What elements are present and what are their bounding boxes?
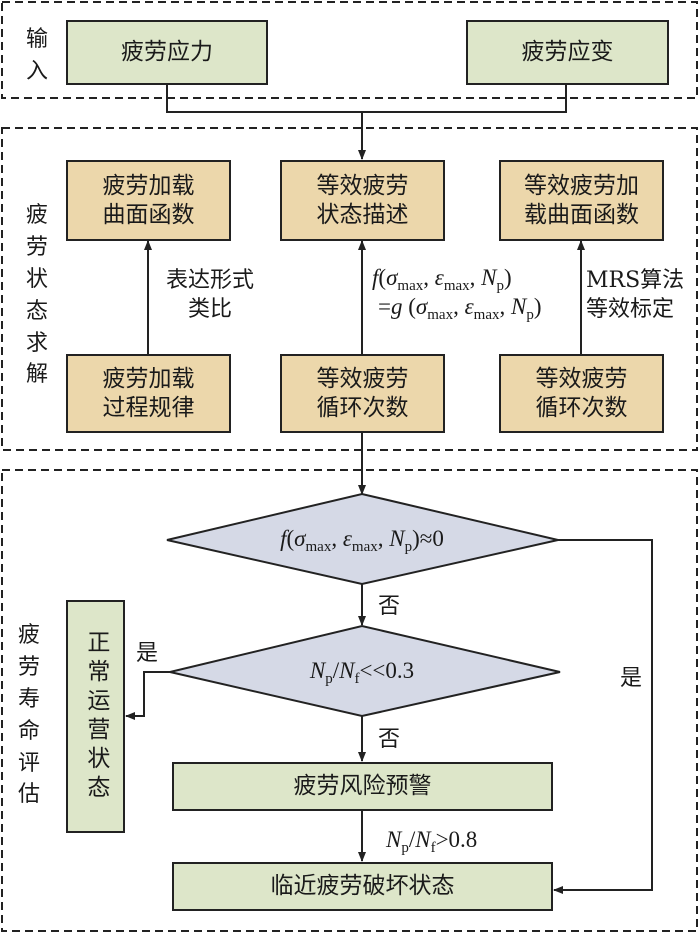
input-stress-box: 疲劳应力	[66, 20, 268, 85]
arrow-decision1-yes	[553, 539, 653, 894]
loading-surface-function-box: 疲劳加载 曲面函数	[66, 160, 231, 241]
connector-input-merge	[166, 84, 567, 113]
input-stress-label: 疲劳应力	[121, 39, 213, 66]
equivalent-state-description-box: 等效疲劳 状态描述	[280, 160, 445, 241]
equation-label-line1: f(σmax, εmax, Np)	[372, 265, 512, 294]
analogy-label-line2: 类比	[187, 297, 232, 322]
section-title-input: 输入	[25, 27, 48, 84]
near-failure-box: 临近疲劳破坏状态	[172, 862, 553, 911]
yes-label-left: 是	[136, 641, 159, 666]
loading-process-law-box: 疲劳加载 过程规律	[66, 354, 231, 433]
arrow-decision2-yes	[125, 671, 170, 720]
decision2-diamond	[169, 624, 561, 718]
input-strain-box: 疲劳应变	[466, 20, 669, 85]
section-state-frame	[1, 127, 698, 451]
equation-label-line2: =g (σmax, εmax, Np)	[378, 294, 542, 323]
threshold-high-label: Np/Nf>0.8	[386, 827, 478, 856]
normal-operation-label: 正常运营状态	[82, 629, 109, 804]
equivalent-cycles-right-box: 等效疲劳 循环次数	[499, 354, 664, 433]
section-title-life-assessment: 疲劳寿命评估	[17, 623, 40, 808]
yes-label-right: 是	[620, 666, 643, 691]
analogy-label-line1: 表达形式	[165, 268, 254, 293]
no-label-2: 否	[378, 727, 401, 752]
normal-operation-box: 正常运营状态	[66, 600, 125, 833]
mrs-label-line2: 等效标定	[586, 297, 675, 322]
equivalent-loading-surface-box: 等效疲劳加 载曲面函数	[499, 160, 664, 241]
no-label-1: 否	[378, 594, 401, 619]
section-title-state-solution: 疲劳状态求解	[25, 203, 48, 388]
risk-warning-label: 疲劳风险预警	[293, 773, 432, 800]
risk-warning-box: 疲劳风险预警	[172, 762, 553, 811]
decision1-text: f(σmax, εmax, Np)≈0	[280, 526, 444, 555]
section-life-frame	[1, 469, 698, 932]
section-input-frame	[1, 1, 698, 99]
input-strain-label: 疲劳应变	[521, 39, 614, 66]
mrs-label-line1: MRS算法	[586, 268, 685, 293]
equivalent-cycles-mid-box: 等效疲劳 循环次数	[280, 354, 445, 433]
near-failure-label: 临近疲劳破坏状态	[270, 873, 455, 900]
decision2-text: Np/Nf<<0.3	[309, 658, 415, 687]
